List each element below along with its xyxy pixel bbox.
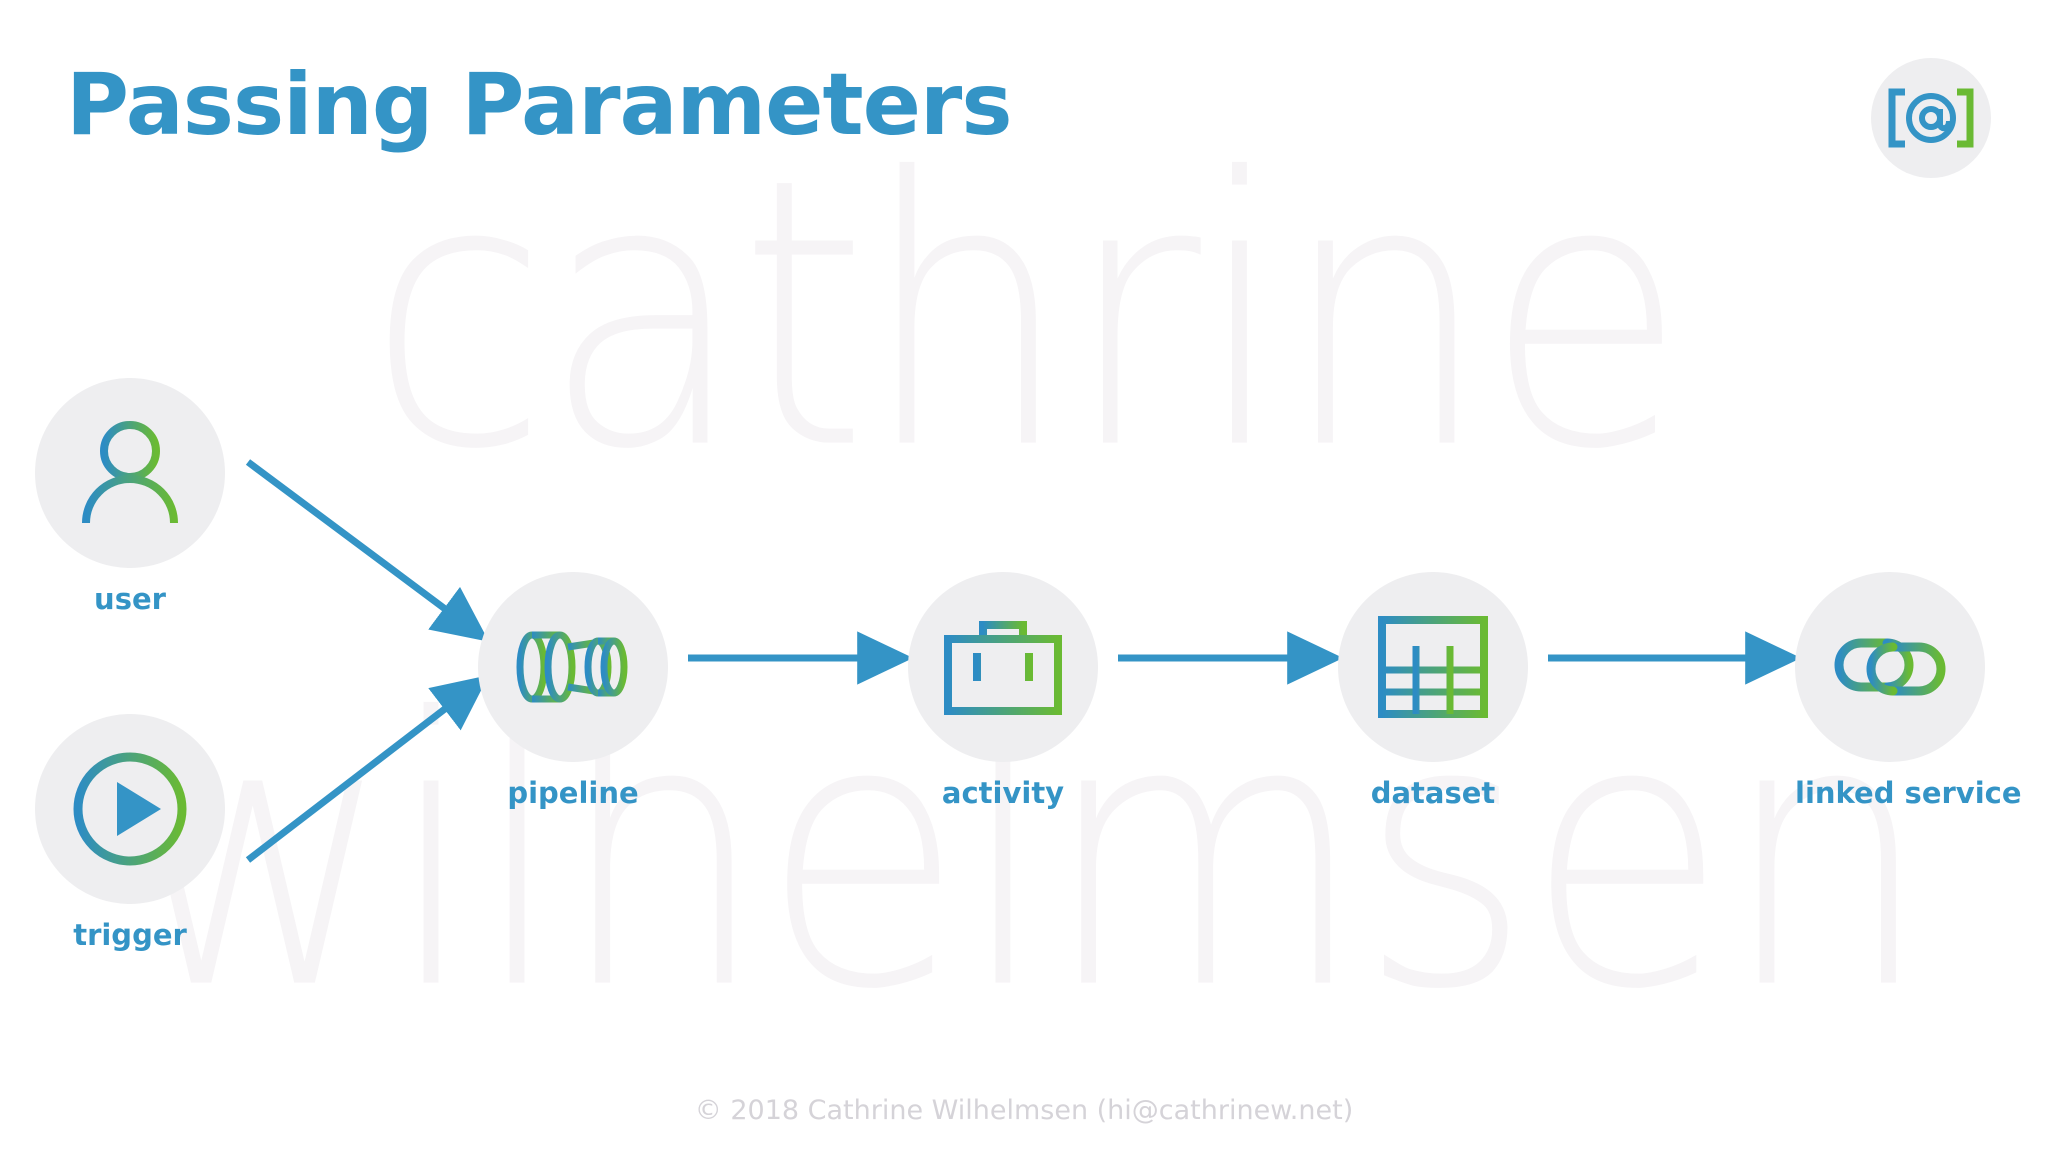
node-user-circle [35, 378, 225, 568]
watermark-line-1: cathrine [367, 99, 1687, 531]
node-pipeline-label: pipeline [507, 776, 639, 810]
chain-links-icon [1834, 638, 1946, 696]
node-user-label: user [94, 582, 166, 616]
node-linked-service[interactable]: linked service [1795, 572, 2022, 810]
footer-copyright: © 2018 Cathrine Wilhelmsen (hi@cathrinew… [694, 1095, 1354, 1126]
node-linked-service-label: linked service [1795, 776, 2022, 810]
pipe-icon [516, 631, 628, 703]
at-brackets-icon [1888, 88, 1974, 148]
table-grid-icon [1378, 616, 1488, 718]
node-activity[interactable]: activity [908, 572, 1098, 810]
node-pipeline[interactable]: pipeline [478, 572, 668, 810]
node-dataset-circle [1338, 572, 1528, 762]
node-dataset-label: dataset [1370, 776, 1496, 810]
user-icon [82, 421, 178, 524]
brand-logo [1871, 58, 1991, 178]
node-trigger-circle [35, 714, 225, 904]
toolbox-icon [944, 621, 1062, 715]
node-trigger-label: trigger [73, 918, 187, 952]
node-linked-service-circle [1795, 572, 1985, 762]
node-dataset[interactable]: dataset [1338, 572, 1528, 810]
node-pipeline-circle [478, 572, 668, 762]
node-activity-label: activity [941, 776, 1065, 810]
node-trigger[interactable]: trigger [35, 714, 225, 952]
node-activity-circle [908, 572, 1098, 762]
page-title: Passing Parameters [66, 55, 1013, 155]
node-user[interactable]: user [35, 378, 225, 616]
edge-user-pipeline [245, 459, 489, 642]
play-circle-icon [73, 752, 187, 866]
edge-trigger-pipeline [245, 675, 489, 863]
